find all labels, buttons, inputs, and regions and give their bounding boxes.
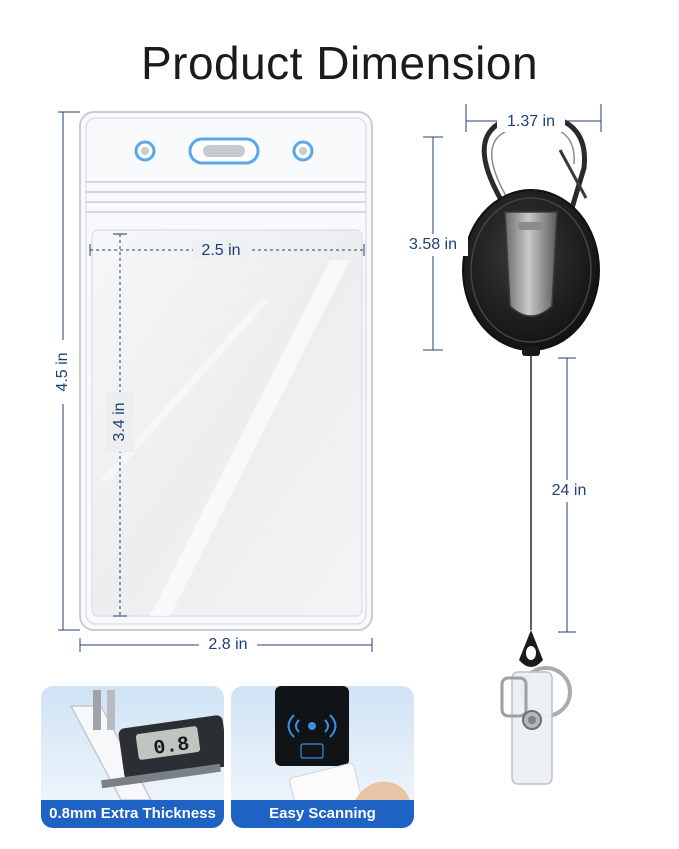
thickness-feature-panel: 0.8 0.8mm Extra Thickness (41, 686, 224, 828)
caliper-illustration: 0.8 (69, 690, 224, 801)
outer-height-label: 4.5 in (54, 352, 71, 391)
thickness-caption: 0.8mm Extra Thickness (41, 800, 224, 828)
caliper-reading: 0.8 (152, 733, 191, 761)
scanning-caption: Easy Scanning (231, 800, 414, 828)
inner-width-label: 2.5 in (201, 242, 240, 259)
inner-height-label: 3.4 in (111, 402, 128, 441)
page-title: Product Dimension (140, 37, 539, 89)
reel-height-label: 3.58 in (409, 236, 457, 253)
cord-length-label: 24 in (552, 482, 587, 499)
outer-width-label: 2.8 in (208, 636, 247, 653)
reel-width-label: 1.37 in (507, 113, 555, 130)
badge-reel (462, 113, 600, 785)
scanning-feature-panel: Easy Scanning (231, 686, 414, 828)
wireless-signal-icon (287, 714, 337, 738)
badge-holder (79, 111, 373, 631)
